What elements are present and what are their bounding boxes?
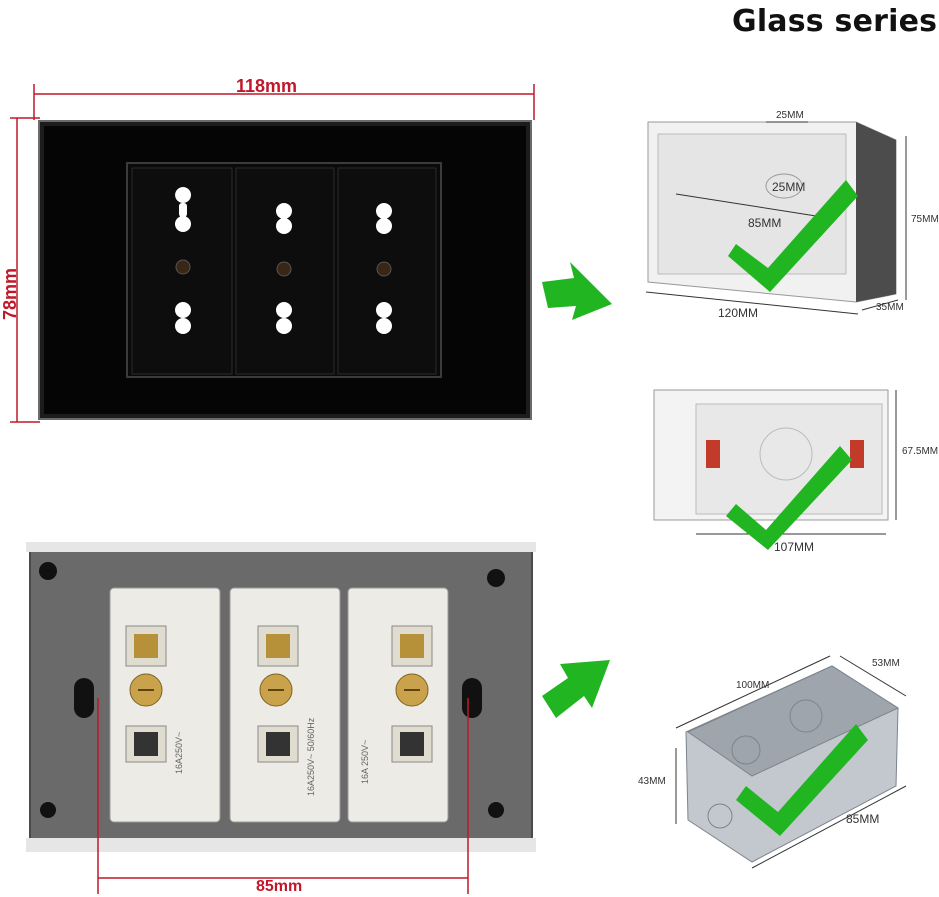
module-1-markings: 16A250V~ xyxy=(174,731,184,774)
box-1-drawing xyxy=(645,121,907,315)
box-2-drawing xyxy=(653,389,897,550)
front-panel-dimension-lines xyxy=(10,84,535,423)
box-1-top-label: 25MM xyxy=(776,110,804,121)
box-1-group: 25MM 25MM 85MM 75MM 120MM 35MM xyxy=(636,104,939,324)
box-3-depth-label: 53MM xyxy=(872,658,900,669)
box-2-height-label: 67.5MM xyxy=(902,446,939,457)
box-1-hole-label: 25MM xyxy=(772,180,806,194)
box-2-group: 67.5MM 107MM xyxy=(640,382,939,562)
arrow-right-icon-top xyxy=(542,262,612,320)
front-width-label: 118mm xyxy=(236,76,298,96)
box-1-span-label: 85MM xyxy=(748,216,782,230)
page-title: Glass series xyxy=(732,4,938,39)
back-module-3 xyxy=(347,587,449,823)
box-2-width-label: 107MM xyxy=(774,540,815,554)
box-3-drawing xyxy=(675,655,907,869)
back-module-1 xyxy=(109,587,221,823)
socket-2 xyxy=(235,167,335,375)
socket-1 xyxy=(131,167,233,375)
socket-faces xyxy=(131,167,437,375)
box-3-height-label: 43MM xyxy=(638,776,666,787)
box-1-height-label: 75MM xyxy=(911,214,939,225)
module-3-markings: 16A 250V~ xyxy=(360,739,370,784)
back-module-2 xyxy=(229,587,341,823)
box-1-depth-label: 35MM xyxy=(876,302,904,313)
arrow-right-icon-bottom xyxy=(542,660,610,718)
box-3-group: 100MM 53MM 43MM 85MM xyxy=(636,636,936,876)
socket-3 xyxy=(337,167,437,375)
back-panel-drawing xyxy=(26,542,536,894)
back-spacing-label: 85mm xyxy=(256,878,303,895)
box-1-width-label: 120MM xyxy=(718,306,759,320)
box-3-width-label: 85MM xyxy=(846,812,880,826)
box-3-length-label: 100MM xyxy=(736,680,770,691)
module-2-markings: 16A250V~ 50/60Hz xyxy=(306,717,316,796)
front-panel-group: 118mm 78mm xyxy=(0,60,540,440)
back-panel-group: 85mm 16A250V~ 16A250V~ 50/60Hz 16A 250V~ xyxy=(0,538,540,897)
